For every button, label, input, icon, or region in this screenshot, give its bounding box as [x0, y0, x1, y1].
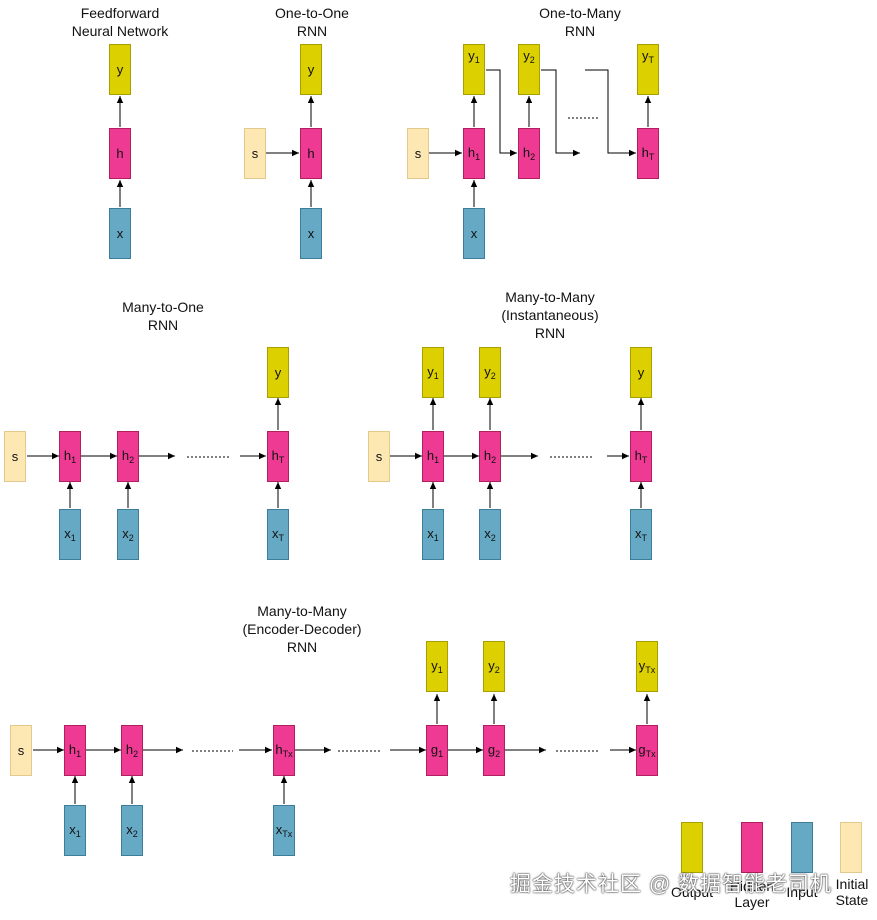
title-many-to-many-instantaneous: Many-to-Many(Instantaneous)RNN — [501, 289, 599, 341]
input-node: xTx — [273, 805, 295, 856]
legend-input-swatch — [791, 822, 813, 873]
decoder-node: g2 — [483, 725, 505, 776]
output-node: y1 — [463, 44, 485, 95]
hidden-node: h2 — [121, 725, 143, 776]
input-node: x — [109, 208, 131, 259]
initial-state-node: s — [244, 128, 266, 179]
output-node: yTx — [636, 641, 658, 692]
output-node: y2 — [518, 44, 540, 95]
hidden-node: h — [300, 128, 322, 179]
input-node: x — [300, 208, 322, 259]
input-node: x2 — [121, 805, 143, 856]
output-node: y — [267, 347, 289, 398]
output-node: y — [300, 44, 322, 95]
input-node: x2 — [479, 509, 501, 560]
output-node: y1 — [422, 347, 444, 398]
hidden-node: h1 — [59, 431, 81, 482]
hidden-node: h — [109, 128, 131, 179]
output-node: y1 — [426, 641, 448, 692]
hidden-node: h2 — [518, 128, 540, 179]
input-node: xT — [630, 509, 652, 560]
legend-initial-state-swatch — [840, 822, 862, 873]
hidden-node: hTx — [273, 725, 295, 776]
output-node: y2 — [483, 641, 505, 692]
input-node: x1 — [64, 805, 86, 856]
legend-hidden-label: Hidden Layer — [729, 878, 775, 910]
hidden-node: hT — [637, 128, 659, 179]
input-node: xT — [267, 509, 289, 560]
legend-initial-state-label: Initial State — [835, 876, 869, 908]
hidden-node: h2 — [479, 431, 501, 482]
output-node: y — [109, 44, 131, 95]
legend-hidden-swatch — [741, 822, 763, 873]
hidden-node: h1 — [64, 725, 86, 776]
hidden-node: h1 — [463, 128, 485, 179]
input-node: x1 — [59, 509, 81, 560]
decoder-node: gTx — [636, 725, 658, 776]
hidden-node: h2 — [117, 431, 139, 482]
legend-output-swatch — [681, 822, 703, 873]
output-node: yT — [637, 44, 659, 95]
hidden-node: h1 — [422, 431, 444, 482]
initial-state-node: s — [407, 128, 429, 179]
title-encoder-decoder: Many-to-Many(Encoder-Decoder)RNN — [242, 603, 362, 655]
decoder-node: g1 — [426, 725, 448, 776]
initial-state-node: s — [368, 431, 390, 482]
input-node: x1 — [422, 509, 444, 560]
output-node: y2 — [479, 347, 501, 398]
initial-state-node: s — [10, 725, 32, 776]
output-node: y — [630, 347, 652, 398]
input-node: x — [463, 208, 485, 259]
hidden-node: hT — [630, 431, 652, 482]
legend-input-label: Input — [786, 884, 818, 900]
hidden-node: hT — [267, 431, 289, 482]
input-node: x2 — [117, 509, 139, 560]
initial-state-node: s — [4, 431, 26, 482]
legend-output-label: Output — [670, 884, 714, 900]
watermark: 掘金技术社区 @ 数据智能老司机 — [510, 873, 832, 896]
